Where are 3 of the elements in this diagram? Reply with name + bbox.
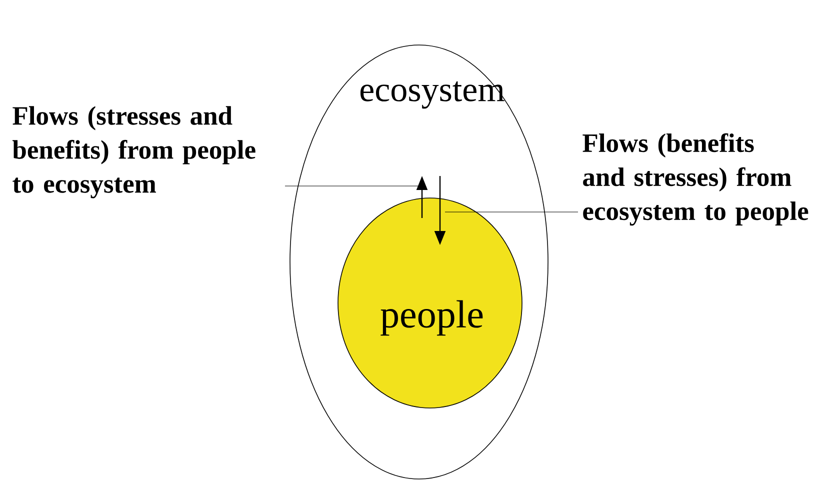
callout-text: Flows (stresses and benefits) from people to ecosystem	[12, 106, 256, 198]
ellipse-region: people	[338, 198, 522, 408]
callout-text: Flows (benefits and stresses) from ecosystem to people	[582, 133, 808, 226]
